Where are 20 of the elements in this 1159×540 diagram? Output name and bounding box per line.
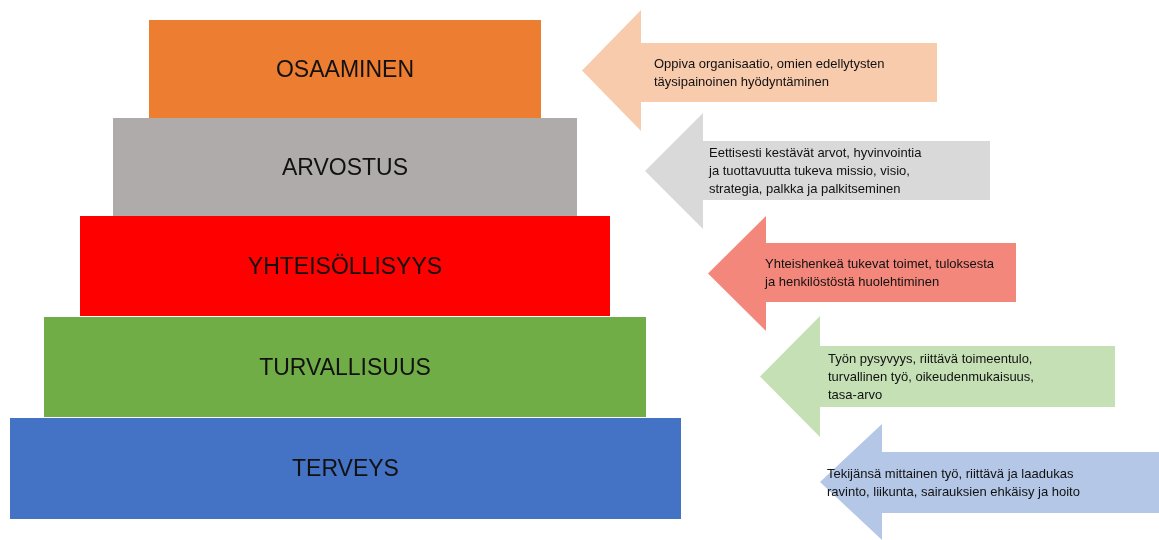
level-label: ARVOSTUS bbox=[281, 153, 409, 181]
pointer-callout bbox=[645, 113, 990, 229]
arrow-text: Yhteishenkeä tukevat toimet, tuloksesta ja henkilöstöstä huolehtiminen bbox=[765, 254, 996, 291]
pyramid-level bbox=[80, 216, 610, 316]
pointer-callout bbox=[760, 316, 1115, 437]
pyramid-level bbox=[44, 317, 646, 417]
level-label: TURVALLISUUS bbox=[259, 353, 431, 381]
pyramid-level bbox=[10, 418, 681, 519]
arrow-text: Eettisesti kestävät arvot, hyvinvointia ja tuottavuutta tukeva missio, visio, strategia, palkka ja palkitseminen bbox=[709, 143, 923, 198]
arrow-text: Tekijänsä mittainen työ, riittävä ja laadukas ravinto, liikunta, sairauksien ehkäisy ja hoito bbox=[827, 464, 1081, 501]
pyramid-level bbox=[113, 118, 577, 216]
pointer-callout bbox=[820, 424, 1159, 540]
level-label: YHTEISÖLLISYYS bbox=[247, 252, 443, 280]
level-label: OSAAMINEN bbox=[276, 55, 414, 83]
pointer-callout bbox=[582, 10, 937, 131]
arrow-text: Oppiva organisaatio, omien edellytysten täysipainoinen hyödyntäminen bbox=[654, 54, 886, 91]
pyramid-level bbox=[149, 20, 541, 118]
pointer-callout bbox=[708, 216, 1016, 331]
level-label: TERVEYS bbox=[292, 455, 399, 482]
arrow-text: Työn pysyvyys, riittävä toimeentulo, turvallinen työ, oikeudenmukaisuus, tasa-arvo bbox=[828, 349, 1035, 404]
